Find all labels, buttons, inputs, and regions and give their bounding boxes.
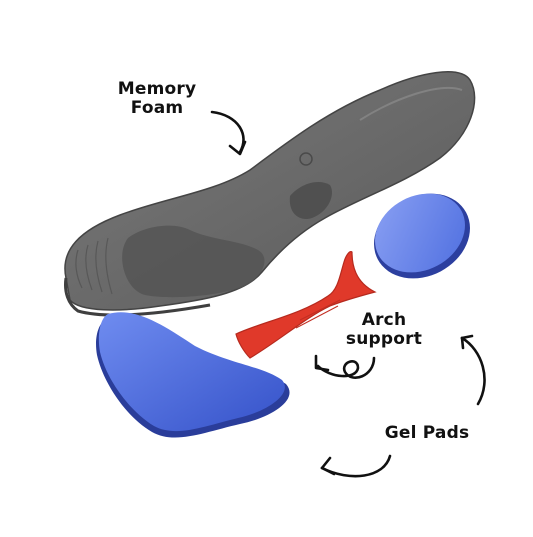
memory-foam-label-line2: Foam <box>130 98 184 118</box>
curved-arrow-icon <box>460 334 486 406</box>
gel-pads-label-text: Gel Pads <box>384 423 470 443</box>
heel-gel-pad <box>374 193 470 279</box>
curved-arrow-icon <box>314 354 376 379</box>
arch-support-label: Arch support <box>338 311 430 349</box>
arch-support-label-line2: support <box>345 329 423 349</box>
curved-arrow-icon <box>320 454 392 478</box>
arch-support-piece <box>235 250 377 359</box>
gel-pads-label: Gel Pads <box>376 424 478 443</box>
memory-foam-label: Memory Foam <box>106 80 208 118</box>
arch-support-label-line1: Arch <box>361 310 407 330</box>
memory-foam-insole <box>64 71 476 317</box>
forefoot-gel-pad <box>96 312 290 438</box>
memory-foam-label-line1: Memory <box>117 79 197 99</box>
curved-arrow-icon <box>210 110 247 156</box>
